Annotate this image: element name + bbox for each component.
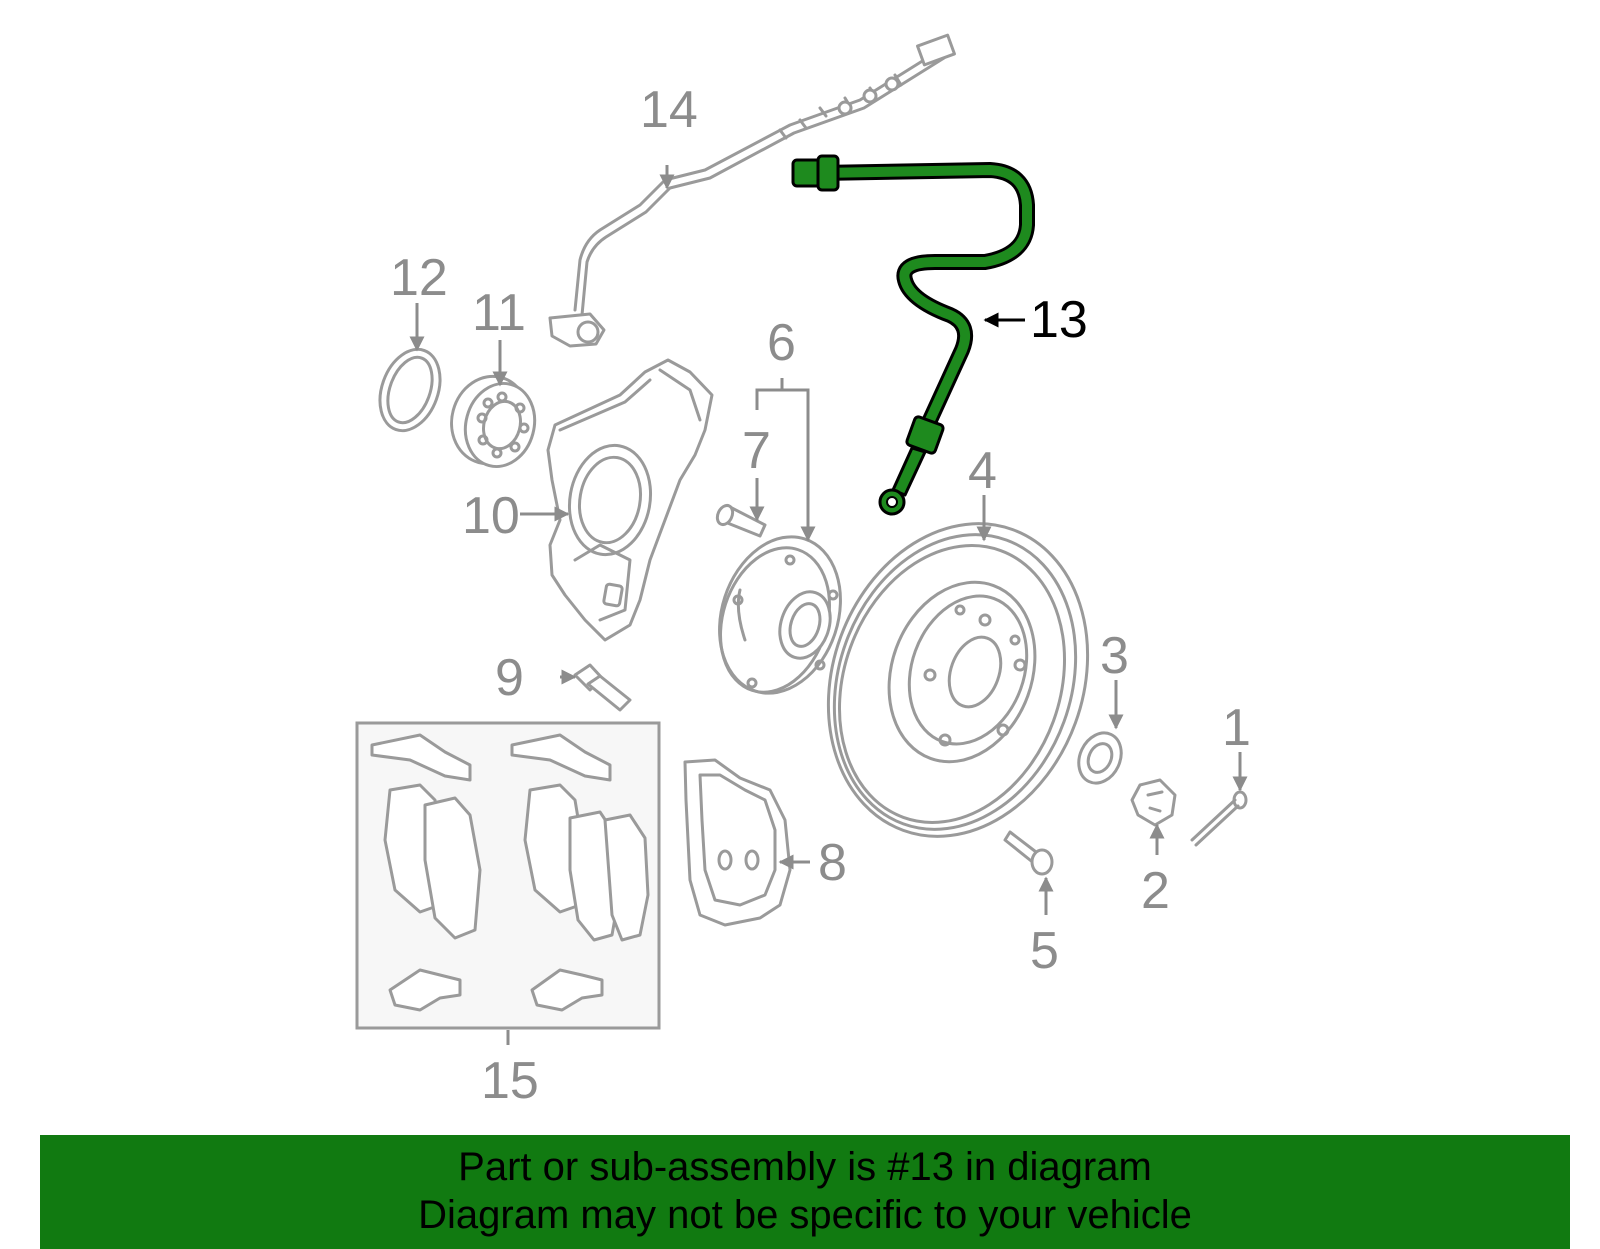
- abs-sensor-part[interactable]: [548, 33, 956, 348]
- callout-14: 14: [640, 81, 698, 139]
- callout-7: 7: [742, 422, 771, 480]
- callout-15: 15: [481, 1052, 539, 1110]
- callout-1: 1: [1222, 699, 1251, 757]
- caliper-bolt-part[interactable]: [573, 663, 632, 712]
- info-banner: Part or sub-assembly is #13 in diagram D…: [40, 1135, 1570, 1249]
- callout-11: 11: [472, 284, 526, 342]
- brake-hose-part-highlighted[interactable]: [791, 154, 1035, 516]
- caliper-bracket-part[interactable]: [683, 758, 792, 927]
- brake-rotor-part[interactable]: [786, 487, 1130, 873]
- callout-2: 2: [1141, 862, 1170, 920]
- callout-10: 10: [462, 487, 520, 545]
- callout-12: 12: [390, 249, 448, 307]
- cotter-pin-part[interactable]: [1190, 790, 1248, 847]
- callout-3: 3: [1100, 627, 1129, 685]
- callout-4: 4: [968, 442, 997, 500]
- hub-nut-part[interactable]: [1130, 778, 1177, 827]
- wheel-bearing-part[interactable]: [442, 368, 544, 475]
- retaining-ring-part[interactable]: [369, 341, 450, 439]
- hub-bolt-part[interactable]: [714, 503, 767, 538]
- callout-6: 6: [767, 314, 796, 372]
- banner-line-part-number: Part or sub-assembly is #13 in diagram: [458, 1145, 1152, 1189]
- rotor-screw-part[interactable]: [1003, 830, 1054, 876]
- callout-5: 5: [1030, 922, 1059, 980]
- leader-lines: [409, 165, 1248, 1045]
- brake-pad-set-part[interactable]: [355, 721, 661, 1030]
- callout-labels: 1 2 3 4 5 6 7 8 9 10 11 12 13 14 15: [390, 81, 1251, 1110]
- knuckle-shield-part[interactable]: [546, 358, 714, 642]
- wheel-hub-part[interactable]: [700, 521, 860, 709]
- callout-8: 8: [818, 834, 847, 892]
- seal-part[interactable]: [1071, 726, 1129, 790]
- callout-13: 13: [1030, 291, 1088, 349]
- banner-line-disclaimer: Diagram may not be specific to your vehi…: [418, 1193, 1192, 1237]
- callout-9: 9: [495, 649, 524, 707]
